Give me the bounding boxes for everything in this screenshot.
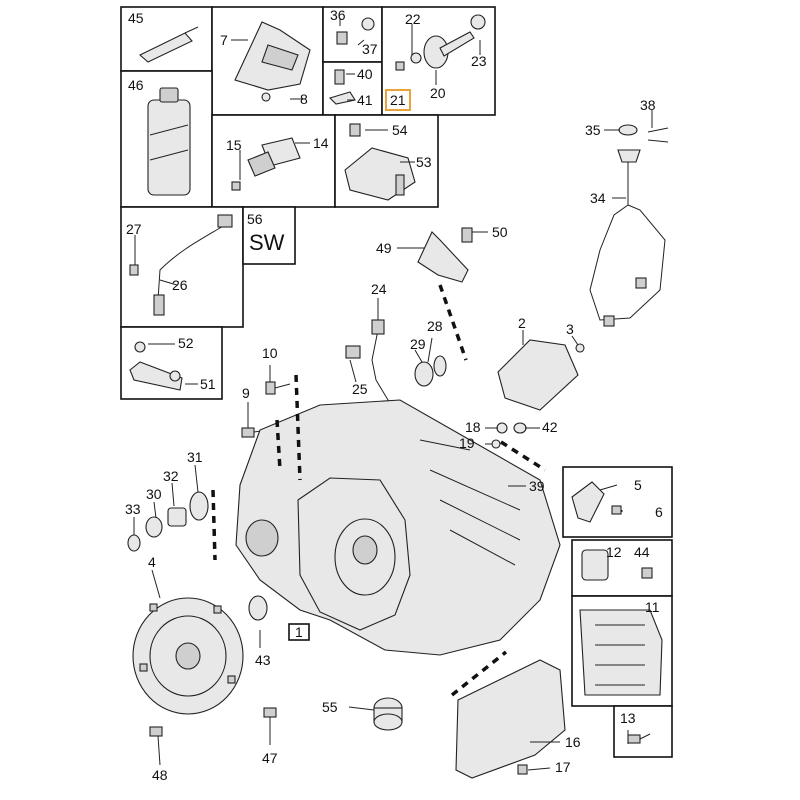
label-19: 19: [459, 435, 475, 451]
label-49: 49: [376, 240, 392, 256]
label-8: 8: [300, 91, 308, 107]
label-12: 12: [606, 544, 622, 560]
label-3: 3: [566, 321, 574, 337]
label-56: 56: [247, 211, 263, 227]
seal-stack: [127, 491, 209, 552]
label-51: 51: [200, 376, 216, 392]
label-47: 47: [262, 750, 278, 766]
leader-lines: [133, 18, 653, 771]
label-54: 54: [392, 122, 408, 138]
gear-shaft: [395, 14, 486, 71]
label-13: 13: [620, 710, 636, 726]
label-1: 1: [295, 624, 303, 640]
label-7: 7: [220, 32, 228, 48]
sw-label: SW: [249, 230, 285, 255]
bolt-36: [336, 17, 375, 45]
label-55: 55: [322, 699, 338, 715]
label-18: 18: [465, 419, 481, 435]
label-42: 42: [542, 419, 558, 435]
sensor-14: [231, 137, 301, 191]
label-37: 37: [362, 41, 378, 57]
label-38: 38: [640, 97, 656, 113]
cover-53: [344, 123, 416, 201]
label-41: 41: [357, 92, 373, 108]
seal-43: [248, 595, 268, 621]
label-33: 33: [125, 501, 141, 517]
label-34: 34: [590, 190, 606, 206]
label-52: 52: [178, 335, 194, 351]
label-35: 35: [585, 122, 601, 138]
label-31: 31: [187, 449, 203, 465]
valve-body: [579, 609, 663, 696]
label-28: 28: [427, 318, 443, 334]
plug-55: [373, 697, 403, 731]
label-9: 9: [242, 385, 250, 401]
label-25: 25: [352, 381, 368, 397]
label-36: 36: [330, 7, 346, 23]
label-24: 24: [371, 281, 387, 297]
label-16: 16: [565, 734, 581, 750]
label-10: 10: [262, 345, 278, 361]
sealant-tube: [139, 26, 199, 63]
label-2: 2: [518, 315, 526, 331]
label-23: 23: [471, 53, 487, 69]
label-45: 45: [128, 10, 144, 26]
label-15: 15: [226, 137, 242, 153]
label-44: 44: [634, 544, 650, 560]
highlight-21: [385, 89, 411, 111]
mount-bracket: [234, 21, 311, 102]
label-14: 14: [313, 135, 329, 151]
label-48: 48: [152, 767, 168, 783]
label-22: 22: [405, 11, 421, 27]
oil-bottle: [147, 87, 191, 196]
label-39: 39: [529, 478, 545, 494]
label-20: 20: [430, 85, 446, 101]
torque-converter: [132, 597, 244, 715]
label-46: 46: [128, 77, 144, 93]
solenoid-12: [581, 549, 653, 581]
label-5: 5: [634, 477, 642, 493]
dashed-leaders: [211, 284, 546, 697]
label-26: 26: [172, 277, 188, 293]
label-40: 40: [357, 66, 373, 82]
label-6: 6: [655, 504, 663, 520]
label-17: 17: [555, 759, 571, 775]
label-4: 4: [148, 554, 156, 570]
label-53: 53: [416, 154, 432, 170]
label-30: 30: [146, 486, 162, 502]
speed-sensor: [129, 214, 233, 316]
label-32: 32: [163, 468, 179, 484]
cover-5: [571, 481, 622, 523]
bolts-47-48: [149, 707, 277, 737]
label-43: 43: [255, 652, 271, 668]
breather-tube: [345, 319, 447, 441]
label-50: 50: [492, 224, 508, 240]
label-27: 27: [126, 221, 142, 237]
transmission-housing: [235, 399, 561, 656]
control-module: [497, 339, 585, 411]
bracket-49: [417, 227, 473, 283]
wiring-harness: [589, 124, 669, 327]
label-11: 11: [645, 599, 660, 615]
plate-51: [129, 341, 183, 391]
label-1-box: [288, 623, 310, 641]
callout-labels: 45 46 7 8 36 37 40 41 22 23 20 21 15 14 …: [125, 7, 663, 783]
label-29: 29: [410, 336, 426, 352]
label-21: 21: [390, 92, 406, 108]
